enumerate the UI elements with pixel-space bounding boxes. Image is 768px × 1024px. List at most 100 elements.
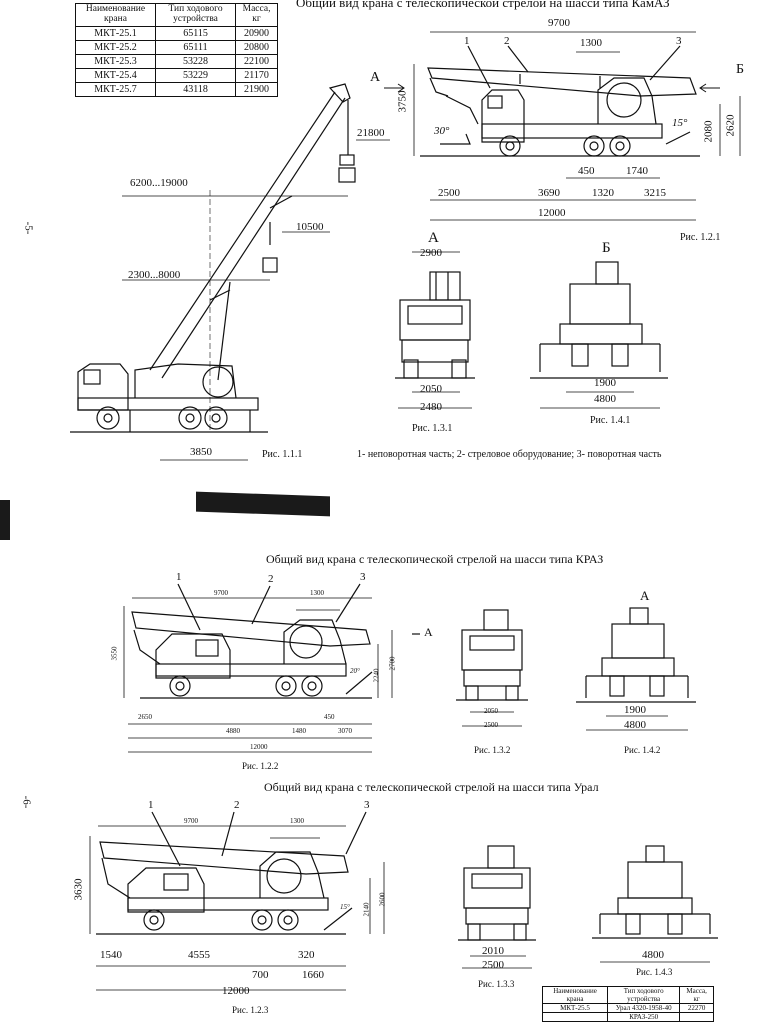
dim-label: 4555 xyxy=(188,949,210,961)
callout-number: 3 xyxy=(360,571,366,583)
dim-label: 320 xyxy=(298,949,315,961)
crane-spec-table-ural: Наименование крана Тип ходового устройст… xyxy=(541,986,714,1022)
dim-label: 3690 xyxy=(538,187,560,199)
figure-caption: Рис. 1.3.3 xyxy=(478,979,515,989)
crane-front-view-kamaz xyxy=(395,251,475,409)
dim-label: 4800 xyxy=(642,949,664,961)
figure-caption: Рис. 1.3.2 xyxy=(474,745,511,755)
table-header: Тип ходового устройства xyxy=(607,986,681,1004)
crane-side-view-kraz xyxy=(123,583,420,753)
angle-label: 15° xyxy=(672,117,688,129)
dim-label: 1540 xyxy=(100,949,122,961)
scan-shadow xyxy=(0,500,10,540)
dim-label: 3550 xyxy=(110,646,119,661)
crane-rear-view-ural xyxy=(592,845,718,963)
figure-caption: Рис. 1.2.3 xyxy=(232,1005,269,1015)
dim-label: 9700 xyxy=(214,589,228,597)
page-title-ural: Общий вид крана с телескопической стрело… xyxy=(264,780,599,794)
dim-label: 2620 xyxy=(724,114,737,137)
table-row: МКТ-25.1 65115 20900 xyxy=(75,25,278,41)
view-title-a: А xyxy=(428,230,439,246)
table-header: Наименование крана xyxy=(541,986,609,1004)
dim-label: 21800 xyxy=(357,127,385,139)
figure-caption: Рис. 1.4.1 xyxy=(590,415,631,426)
table-row: МКТ-25.4 53229 21170 xyxy=(75,67,278,83)
dim-label: 2600 xyxy=(378,892,387,907)
page-title-kraz: Общий вид крана с телескопической стрело… xyxy=(266,552,604,566)
dim-label: 2240 xyxy=(372,668,381,683)
dim-label: 2050 xyxy=(484,707,498,715)
view-marker-b: Б xyxy=(736,62,745,77)
dim-label: 3215 xyxy=(644,187,666,199)
crane-spec-table: Наименование крана Тип ходового устройст… xyxy=(75,3,278,97)
dim-label: 1300 xyxy=(580,37,602,49)
view-marker-a: А xyxy=(370,70,381,85)
dim-label: 4800 xyxy=(624,719,646,731)
dim-label: 2700 xyxy=(388,656,397,671)
view-title-b: Б xyxy=(602,240,611,256)
dim-label: 3630 xyxy=(72,878,85,901)
dim-label: 10500 xyxy=(296,221,324,233)
dim-label: 1300 xyxy=(310,589,324,597)
figure-caption: Рис. 1.4.2 xyxy=(624,745,661,755)
dim-label: 2500 xyxy=(482,959,504,971)
table-header: Масса, кг xyxy=(679,986,714,1004)
dim-label: 1900 xyxy=(624,704,646,716)
dim-label: 450 xyxy=(578,165,595,177)
callout-number: 1 xyxy=(176,571,182,583)
crane-working-position-drawing xyxy=(70,83,390,461)
crane-side-view-kamaz xyxy=(384,31,741,221)
dim-label: 12000 xyxy=(250,743,268,751)
dim-label: 2050 xyxy=(420,383,442,395)
dim-label: 2080 xyxy=(702,120,715,143)
figure-caption: Рис. 1.2.1 xyxy=(680,232,721,243)
dim-label: 2500 xyxy=(484,721,498,729)
dim-label: 2300...8000 xyxy=(128,269,181,281)
view-title-a: А xyxy=(640,588,650,603)
figure-caption: Рис. 1.2.2 xyxy=(242,761,279,771)
dim-label: 12000 xyxy=(538,207,566,219)
callout-number: 2 xyxy=(234,799,240,811)
legend-text: 1- неповоротная часть; 2- стреловое обор… xyxy=(357,449,662,460)
page-number: -6- xyxy=(20,795,33,809)
dim-label: 1480 xyxy=(292,727,306,735)
callout-number: 1 xyxy=(148,799,154,811)
crane-rear-view-kraz xyxy=(576,607,696,731)
angle-label: 15° xyxy=(340,903,350,911)
dim-label: 2140 xyxy=(362,902,371,917)
dim-label: 2010 xyxy=(482,945,504,957)
table-header: Тип ходового устройства xyxy=(154,3,237,27)
callout-number: 1 xyxy=(464,35,470,47)
dim-label: 12000 xyxy=(222,985,250,997)
crane-front-view-ural xyxy=(458,845,536,969)
crane-rear-view-kamaz xyxy=(530,261,668,409)
page-title-kamaz: Общий вид крана с телескопической стрело… xyxy=(296,0,670,10)
dim-label: 6200...19000 xyxy=(130,177,188,189)
dim-label: 2650 xyxy=(138,713,152,721)
figure-caption: Рис. 1.3.1 xyxy=(412,423,453,434)
figure-caption: Рис. 1.1.1 xyxy=(262,449,303,460)
dim-label: 1740 xyxy=(626,165,648,177)
dim-label: 3070 xyxy=(338,727,352,735)
dim-label: 2900 xyxy=(420,247,442,259)
dim-label: 2480 xyxy=(420,401,442,413)
crane-front-view-kraz xyxy=(456,609,528,727)
crane-side-view-ural xyxy=(89,811,385,991)
dim-label: 4880 xyxy=(226,727,240,735)
table-row: МКТ-25.5 Урал 4320-1958-40 22270 xyxy=(541,1003,714,1013)
dim-label: 700 xyxy=(252,969,269,981)
dim-label: 4800 xyxy=(594,393,616,405)
figure-caption: Рис. 1.4.3 xyxy=(636,967,673,977)
dim-label: 1320 xyxy=(592,187,614,199)
dim-label: 1660 xyxy=(302,969,324,981)
dim-label: 9700 xyxy=(548,17,570,29)
angle-label: 20° xyxy=(350,667,360,675)
callout-number: 3 xyxy=(364,799,370,811)
dim-label: 2500 xyxy=(438,187,460,199)
dim-label: 1900 xyxy=(594,377,616,389)
dim-label: 9700 xyxy=(184,817,198,825)
dim-label: 3750 xyxy=(396,90,409,113)
dim-label: 450 xyxy=(324,713,335,721)
angle-label: 30° xyxy=(434,125,450,137)
callout-number: 2 xyxy=(268,573,274,585)
